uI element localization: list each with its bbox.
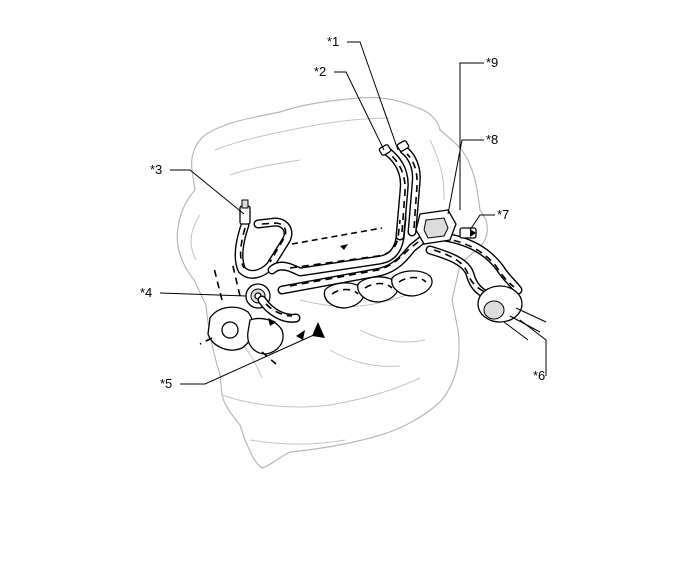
flow-arrows: [239, 153, 515, 317]
leader-lines: [159, 41, 547, 385]
callout-5: *5: [160, 376, 172, 391]
callout-8: *8: [486, 132, 498, 147]
engine-block: [176, 96, 488, 469]
callout-7: *7: [497, 207, 509, 222]
callout-2: *2: [314, 64, 326, 79]
callout-4: *4: [140, 285, 152, 300]
callout-3: *3: [150, 162, 162, 177]
callout-9: *9: [486, 55, 498, 70]
callout-1: *1: [327, 34, 339, 49]
callout-6: *6: [533, 368, 545, 383]
bypass-line: [291, 227, 383, 245]
hoses: [234, 145, 523, 323]
thermostat: [245, 283, 271, 309]
callout-labels: *1 *2 *3 *4 *5 *6 *7 *8 *9: [140, 34, 545, 391]
heater-core: [477, 285, 547, 341]
fittings: [239, 140, 477, 245]
flow-arrow-icon: [470, 229, 476, 237]
cylinder-bores: [323, 270, 433, 309]
